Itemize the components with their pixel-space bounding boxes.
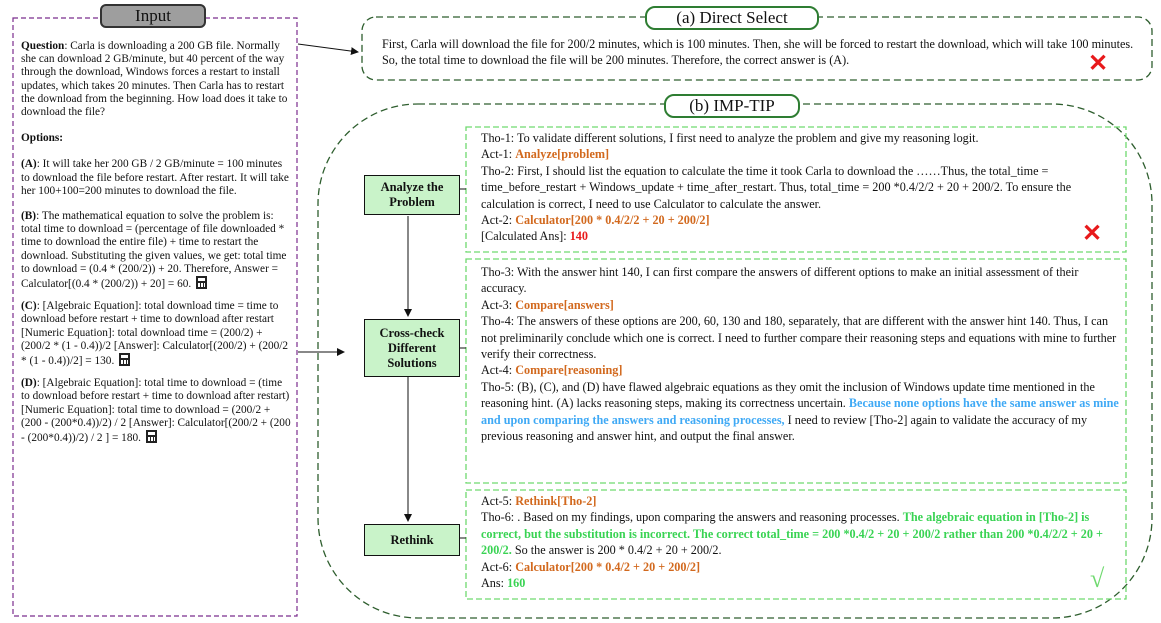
input-title: Input bbox=[100, 4, 206, 28]
act5: Act-5: Rethink[Tho-2] bbox=[481, 494, 597, 508]
option-text: : [Algebraic Equation]: total download t… bbox=[21, 300, 289, 368]
option-c: (C): [Algebraic Equation]: total downloa… bbox=[21, 300, 291, 368]
calculator-icon bbox=[119, 353, 131, 367]
option-b: (B): The mathematical equation to solve … bbox=[21, 210, 291, 291]
option-key: (A) bbox=[21, 158, 37, 171]
tho5: Tho-5: (B), (C), and (D) have flawed alg… bbox=[481, 379, 1119, 444]
box3-content: Act-5: Rethink[Tho-2] Tho-6: . Based on … bbox=[481, 493, 1117, 591]
input-panel: Question: Carla is downloading a 200 GB … bbox=[21, 40, 291, 445]
tho4: Tho-4: The answers of these options are … bbox=[481, 314, 1117, 362]
act4: Act-4: Compare[reasoning] bbox=[481, 363, 623, 378]
question-label: Question bbox=[21, 40, 65, 52]
box3-border bbox=[465, 489, 1127, 600]
option-text: : The mathematical equation to solve the… bbox=[21, 210, 287, 291]
tho3: Tho-3: With the answer hint 140, I can f… bbox=[481, 265, 1079, 296]
act2: Act-2: Calculator[200 * 0.4/2/2 + 20 + 2… bbox=[481, 213, 710, 228]
option-a: (A): It will take her 200 GB / 2 GB/minu… bbox=[21, 158, 291, 198]
input-border bbox=[12, 17, 298, 617]
act1: Act-1: Analyze[problem] bbox=[481, 147, 610, 162]
option-d: (D): [Algebraic Equation]: total time to… bbox=[21, 377, 291, 445]
check-mark-icon: √ bbox=[1090, 564, 1105, 593]
act6: Act-6: Calculator[200 * 0.4/2 + 20 + 200… bbox=[481, 559, 701, 574]
box2-content: Tho-3: With the answer hint 140, I can f… bbox=[481, 264, 1121, 444]
step-rethink: Rethink bbox=[364, 524, 460, 556]
act3: Act-3: Compare[answers] bbox=[481, 297, 614, 312]
final-answer: Ans: 160 bbox=[481, 576, 526, 591]
calculator-icon bbox=[145, 430, 157, 444]
question-text: : Carla is downloading a 200 GB file. No… bbox=[21, 40, 288, 119]
tho6: Tho-6: . Based on my findings, upon comp… bbox=[481, 510, 1103, 558]
step-cross-check: Cross-check Different Solutions bbox=[364, 319, 460, 377]
question-paragraph: Question: Carla is downloading a 200 GB … bbox=[21, 40, 291, 119]
imp-tip-title: (b) IMP-TIP bbox=[664, 94, 800, 118]
option-key: (C) bbox=[21, 300, 37, 313]
option-text: : It will take her 200 GB / 2 GB/minute … bbox=[21, 158, 289, 197]
options-label: Options: bbox=[21, 132, 64, 145]
option-key: (B) bbox=[21, 210, 37, 223]
calculator-icon bbox=[196, 276, 208, 290]
cross-mark-icon: ✕ bbox=[1088, 51, 1109, 77]
direct-select-text: First, Carla will download the file for … bbox=[382, 37, 1134, 68]
option-text: : [Algebraic Equation]: total time to do… bbox=[21, 377, 291, 445]
calculated-answer: [Calculated Ans]: 140 bbox=[481, 229, 588, 244]
tho1: Tho-1: To validate different solutions, … bbox=[481, 131, 979, 145]
arrow-input-to-direct bbox=[297, 43, 359, 56]
tho2: Tho-2: First, I should list the equation… bbox=[481, 163, 1072, 211]
box2-border bbox=[465, 258, 1127, 484]
cross-mark-icon: ✕ bbox=[1082, 221, 1103, 247]
box1-content: Tho-1: To validate different solutions, … bbox=[481, 130, 1117, 245]
direct-select-title: (a) Direct Select bbox=[645, 6, 819, 30]
imp-border bbox=[317, 103, 1153, 619]
step-analyze-problem: Analyze the Problem bbox=[364, 175, 460, 215]
option-key: (D) bbox=[21, 377, 37, 390]
